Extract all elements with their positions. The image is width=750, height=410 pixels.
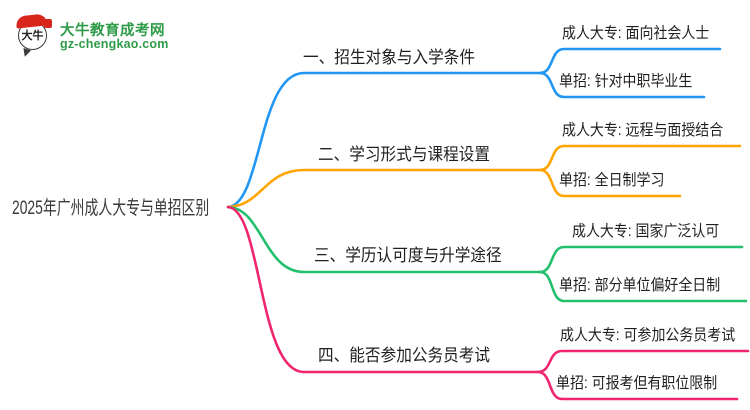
logo-seal-icon — [44, 19, 52, 28]
site-name: 大牛教育成考网 — [60, 23, 165, 39]
leaf-label-2-2: 单招: 全日制学习 — [559, 172, 665, 189]
branch-3-line — [226, 205, 542, 274]
branch-3-leaf-2-line — [538, 270, 748, 303]
leaf-label-3-2: 单招: 部分单位偏好全日制 — [559, 277, 721, 294]
leaf-label-1-2: 单招: 针对中职毕业生 — [559, 73, 693, 90]
branch-2-leaf-2-line — [538, 168, 682, 198]
branch-2-line — [226, 168, 542, 209]
leaf-label-4-2: 单招: 可报考但有职位限制 — [556, 375, 718, 392]
leaf-label-3-1: 成人大专: 国家广泛认可 — [572, 223, 720, 240]
branch-2-leaf-1-line — [538, 144, 742, 172]
branch-4-leaf-2-line — [536, 370, 739, 401]
leaf-label-1-1: 成人大专: 面向社会人士 — [562, 25, 710, 42]
branch-label-1: 一、招生对象与入学条件 — [303, 48, 476, 67]
branch-1-line — [226, 71, 542, 209]
branch-4-leaf-1-line — [536, 349, 750, 374]
branch-label-3: 三、学历认可度与升学途径 — [314, 246, 502, 265]
branch-label-4: 四、能否参加公务员考试 — [318, 346, 491, 365]
root-topic: 2025年广州成人大专与单招区别 — [12, 198, 210, 219]
branch-4-line — [226, 205, 540, 374]
site-domain: gz-chengkao.com — [60, 37, 169, 51]
branch-1-leaf-1-line — [538, 47, 722, 75]
branch-3-leaf-1-line — [538, 245, 744, 274]
branch-label-2: 二、学习形式与课程设置 — [318, 145, 491, 164]
leaf-label-4-1: 成人大专: 可参加公务员考试 — [560, 327, 736, 344]
leaf-label-2-1: 成人大专: 远程与面授结合 — [562, 122, 724, 139]
branch-1-leaf-2-line — [538, 71, 706, 99]
site-logo: 大牛 大牛教育成考网 gz-chengkao.com — [14, 12, 204, 64]
